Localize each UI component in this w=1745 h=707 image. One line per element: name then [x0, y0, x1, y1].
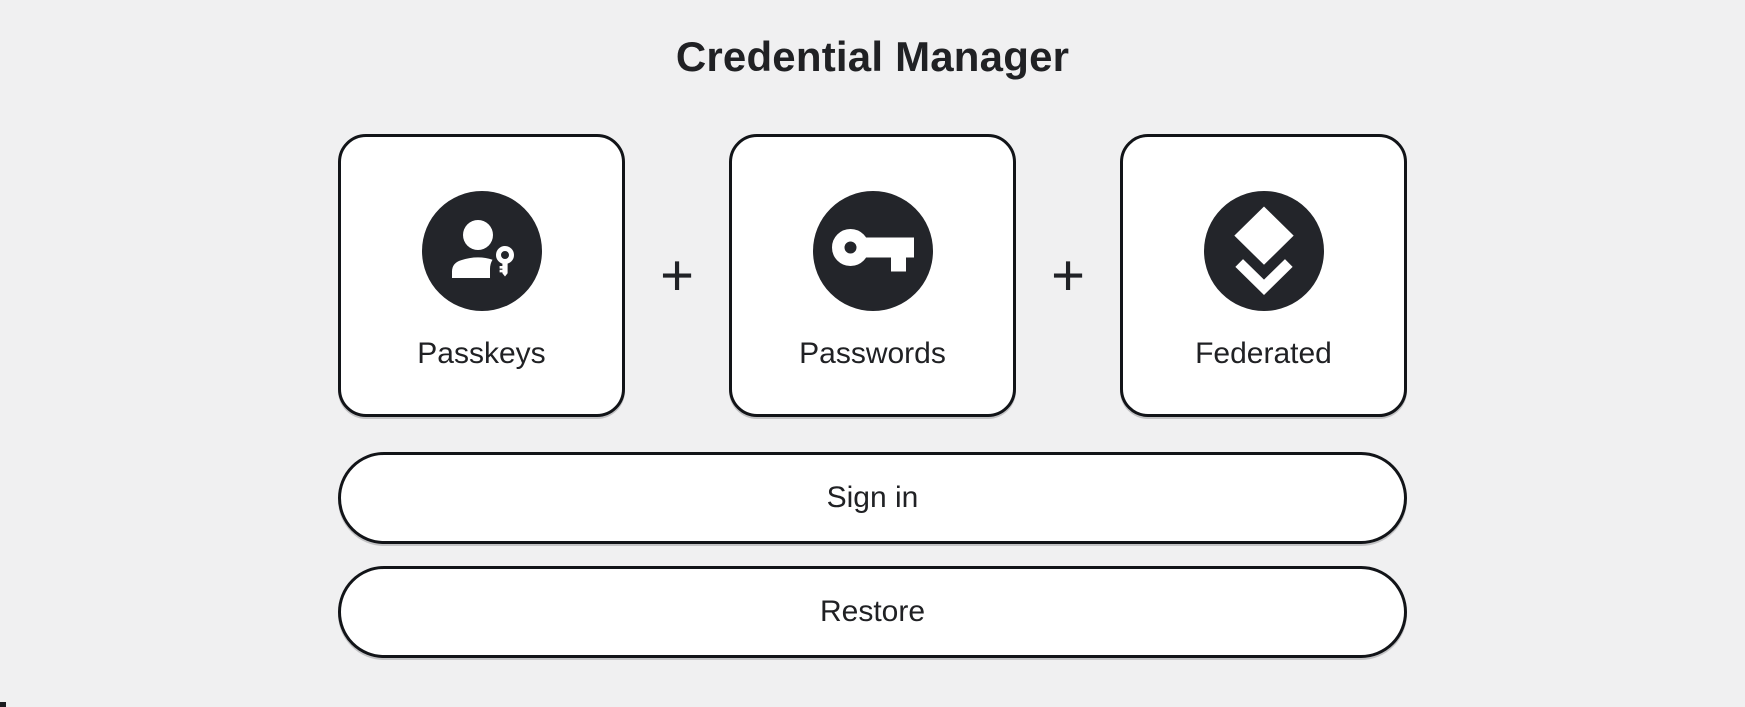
- plus-separator: +: [660, 242, 694, 308]
- passwords-card: Passwords: [729, 134, 1016, 418]
- stacked-layers-icon: [1203, 191, 1324, 312]
- screen-corner-artifact: [0, 702, 6, 707]
- restore-button[interactable]: Restore: [338, 566, 1407, 659]
- plus-separator: +: [1051, 242, 1085, 308]
- federated-card: Federated: [1120, 134, 1407, 418]
- passwords-label: Passwords: [799, 337, 946, 371]
- key-icon: [812, 191, 933, 312]
- credential-types-row: Passkeys + Passwords + Fede: [338, 134, 1407, 418]
- sign-in-button[interactable]: Sign in: [338, 452, 1407, 545]
- federated-label: Federated: [1195, 337, 1332, 371]
- passkeys-label: Passkeys: [417, 337, 546, 371]
- passkey-person-key-icon: [421, 191, 542, 312]
- credential-manager-page: Credential Manager Passkeys +: [338, 0, 1407, 659]
- passkeys-card: Passkeys: [338, 134, 625, 418]
- page-title: Credential Manager: [675, 33, 1070, 80]
